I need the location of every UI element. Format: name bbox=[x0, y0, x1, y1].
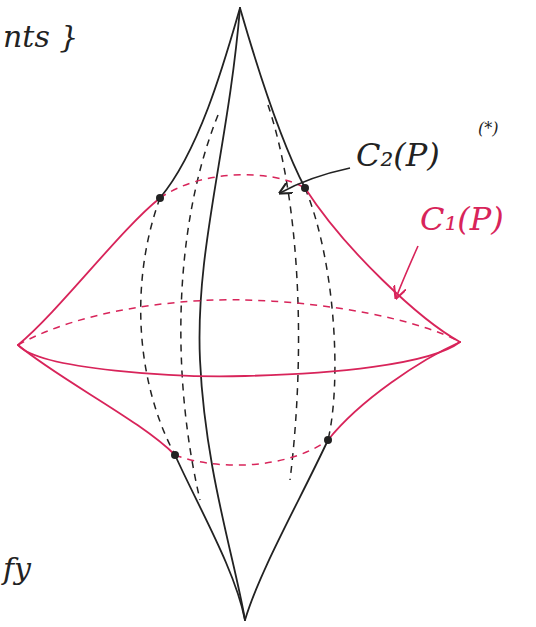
red-curve bbox=[18, 188, 460, 455]
cut-off-note: fy bbox=[3, 552, 31, 585]
red-hidden-curve bbox=[18, 175, 460, 465]
cut-off-note: nts } bbox=[3, 20, 78, 53]
footnote-mark: (*) bbox=[478, 120, 498, 138]
curve-label: C₂(P) bbox=[356, 138, 440, 173]
leader-arrow bbox=[280, 168, 350, 193]
black-outline bbox=[160, 8, 328, 620]
intersection-dots bbox=[156, 184, 332, 459]
leader-arrow bbox=[396, 246, 418, 298]
curve-label: C₁(P) bbox=[420, 202, 504, 237]
